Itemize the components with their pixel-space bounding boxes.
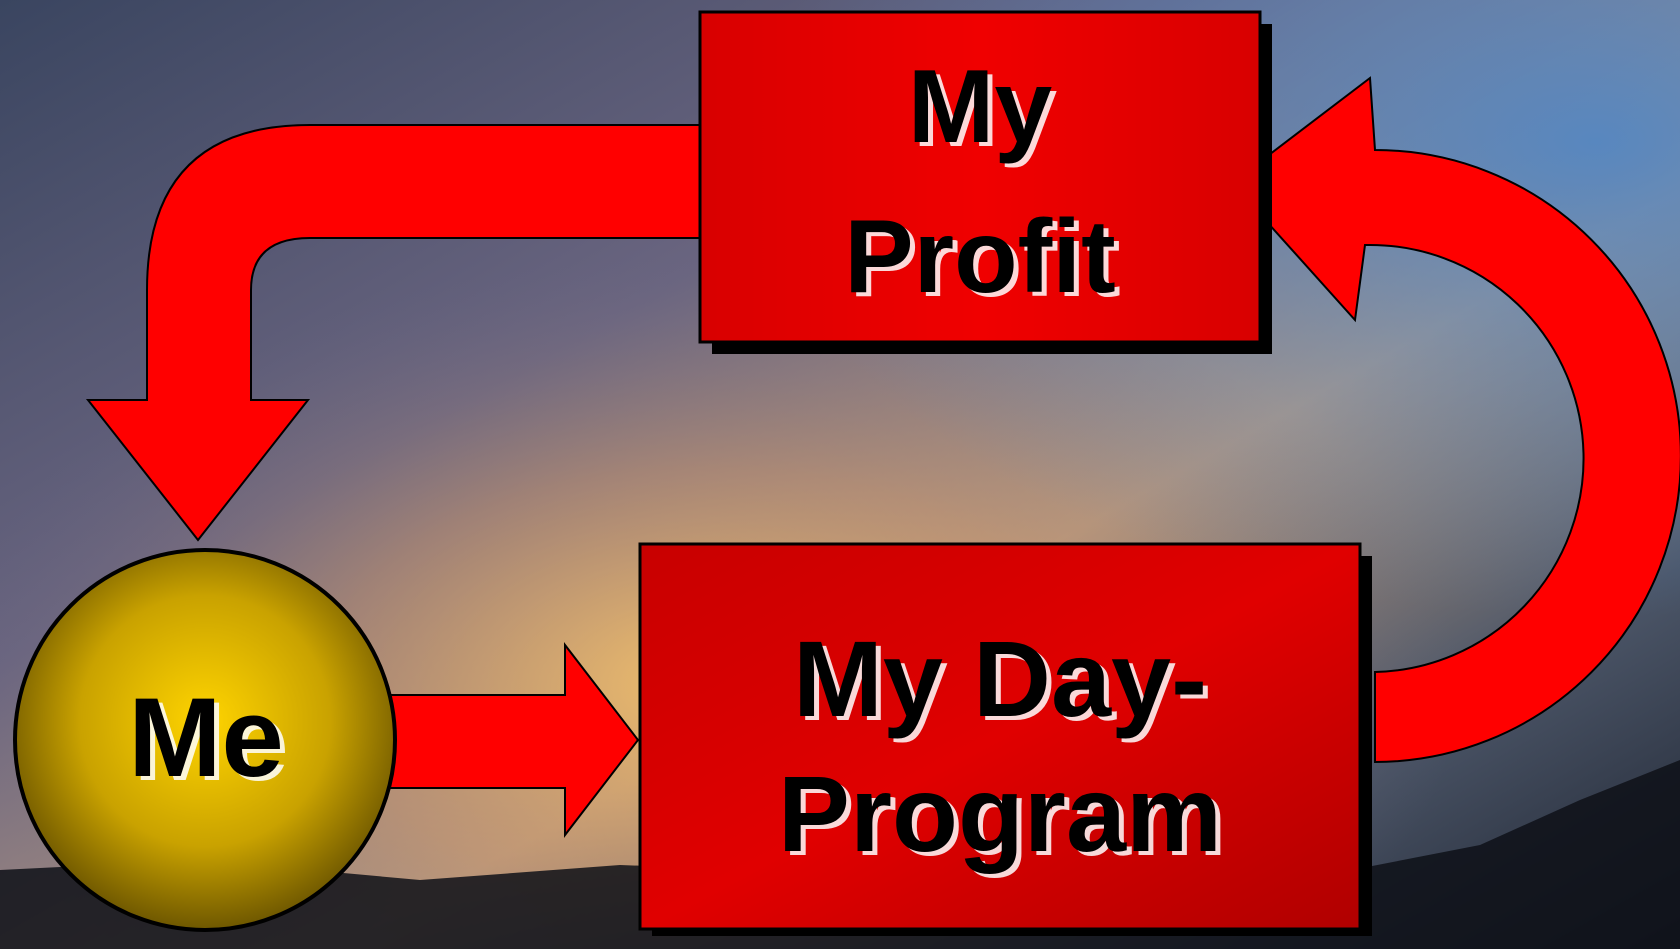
svg-text:Me: Me [133, 679, 289, 804]
svg-text:Program: Program [783, 757, 1227, 878]
profit-box [698, 10, 1262, 344]
program-box [638, 542, 1362, 931]
me-label: Me [128, 675, 284, 800]
profit-label-line1: My [908, 49, 1053, 165]
svg-text:Profit: Profit [849, 203, 1121, 319]
arrow-me-to-program [379, 642, 640, 838]
svg-text:My: My [913, 53, 1058, 169]
me-circle [13, 548, 397, 932]
arrow-program-to-profit [1230, 76, 1680, 764]
program-label-line1: My Day- [793, 618, 1207, 739]
arrow-profit-to-me [85, 124, 701, 542]
svg-text:My Day-: My Day- [798, 622, 1212, 743]
program-label-line2: Program [778, 753, 1222, 874]
profit-label-line2: Profit [844, 199, 1116, 315]
